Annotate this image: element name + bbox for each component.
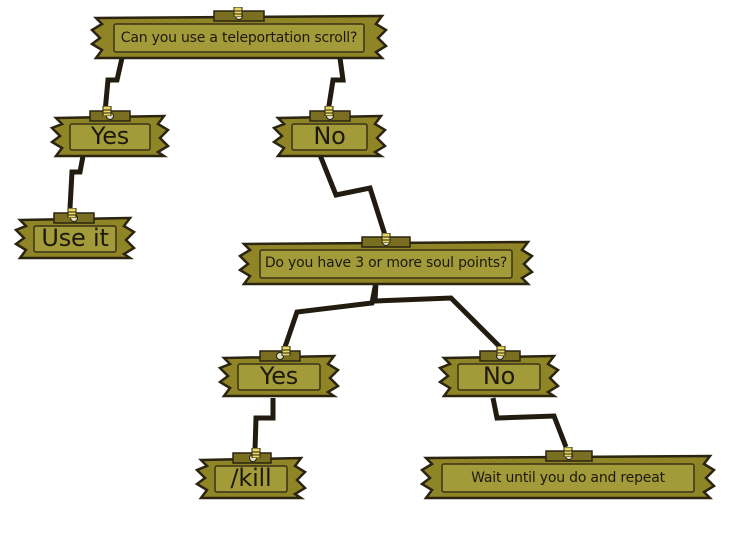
wooden-board-icon — [13, 212, 137, 260]
question-label: Do you have 3 or more soul points? — [264, 255, 508, 271]
hanger-bracket-icon — [381, 228, 391, 247]
outcome-label: /kill — [230, 464, 272, 492]
wooden-board-icon — [194, 452, 308, 500]
edge-yes-to-kill — [252, 398, 276, 451]
outcome-label: Wait until you do and repeat — [471, 470, 665, 486]
wooden-board-icon — [419, 450, 717, 500]
edge-q2-to-no — [372, 281, 502, 349]
answer-node-yes-1: Yes — [49, 110, 171, 158]
answer-label: Yes — [90, 122, 130, 150]
wooden-board-icon — [271, 110, 388, 158]
outcome-node-wait: Wait until you do and repeat — [419, 450, 717, 502]
wooden-board-icon — [49, 110, 171, 158]
hanger-bracket-icon — [102, 101, 112, 120]
hanger-bracket-icon — [324, 101, 334, 120]
outcome-node-use-it: Use it — [13, 212, 137, 260]
edge-q1-to-yes — [102, 57, 125, 113]
answer-node-yes-2: Yes — [217, 350, 341, 398]
wooden-board-icon — [237, 236, 535, 286]
edge-q1-to-no — [325, 57, 346, 113]
answer-node-no-1: No — [271, 110, 388, 158]
hanger-bracket-icon — [281, 341, 291, 360]
outcome-label: Use it — [41, 224, 109, 252]
hanger-bracket-icon — [233, 2, 243, 18]
question-node-soul-points: Do you have 3 or more soul points? — [237, 236, 535, 286]
answer-label: No — [313, 122, 346, 150]
hanger-bracket-icon — [496, 341, 506, 360]
wooden-board-icon — [217, 350, 341, 398]
edge-yes-to-useit — [67, 155, 86, 209]
edge-no-to-q2 — [317, 154, 388, 236]
question-node-teleport-scroll: Can you use a teleportation scroll? — [89, 10, 389, 62]
hanger-bracket-icon — [251, 443, 261, 462]
hanger-bracket-icon — [67, 203, 77, 222]
answer-label: No — [482, 362, 516, 390]
answer-node-no-2: No — [437, 350, 561, 398]
edge-q2-to-yes — [282, 281, 379, 348]
hanger-bracket-icon — [563, 442, 573, 461]
edge-no-to-wait — [490, 397, 569, 448]
answer-label: Yes — [259, 362, 299, 390]
question-label: Can you use a teleportation scroll? — [120, 30, 358, 46]
wooden-board-icon — [437, 350, 561, 398]
outcome-node-kill: /kill — [194, 452, 308, 500]
